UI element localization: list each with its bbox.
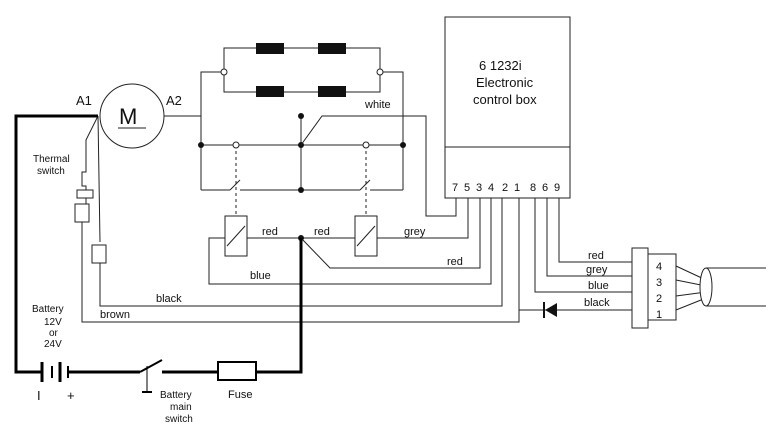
a2-wire [164, 115, 202, 145]
connector-pin: 4 [656, 261, 662, 273]
wire-to-connector-grey [546, 198, 632, 277]
battery-line2: 12V [44, 317, 62, 328]
wire-label-brown: brown [100, 309, 130, 321]
control-box-model: 6 1232i [479, 58, 522, 73]
connector: 4 3 2 1 [631, 247, 707, 329]
thermal-wire [81, 115, 99, 204]
diode [543, 302, 557, 318]
control-box-line2: control box [473, 92, 537, 107]
plug-right [91, 244, 107, 264]
connector-wire-black: black [584, 297, 610, 309]
pin-label: 4 [488, 182, 494, 194]
pin-label: 6 [542, 182, 548, 194]
wire-label-blue: blue [250, 270, 271, 282]
control-box-line1: Electronic [476, 75, 534, 90]
relay-coil-right [354, 215, 378, 257]
thermal-switch [76, 189, 94, 199]
control-box [444, 16, 571, 199]
pin-label: 1 [514, 182, 520, 194]
fuse-to-relay [256, 238, 303, 374]
relay-contacts [198, 113, 406, 216]
pin-label: 7 [452, 182, 458, 194]
wire-label-white: white [364, 99, 391, 111]
control-box-pins: 7 5 3 4 2 1 8 6 9 [452, 182, 560, 194]
power-loop [14, 114, 98, 374]
motor-symbol: M [119, 104, 137, 129]
battery-line3: or [49, 328, 59, 339]
wire-label-red-lower: red [447, 256, 463, 268]
terminal-a1-label: A1 [76, 93, 92, 108]
wire-label-red-right: red [314, 226, 330, 238]
resistor [256, 86, 284, 97]
wire-label-black: black [156, 293, 182, 305]
pin-label: 5 [464, 182, 470, 194]
wire-label-red-left: red [262, 226, 278, 238]
resistor [318, 86, 346, 97]
thermal-switch-line2: switch [37, 166, 65, 177]
connector-pin: 2 [656, 293, 662, 305]
battery-line1: Battery [32, 304, 64, 315]
connector-wire-grey: grey [586, 264, 608, 276]
connector-pin: 3 [656, 277, 662, 289]
main-switch-line3: switch [165, 414, 193, 425]
a1-branch [97, 115, 101, 243]
motor: M [99, 83, 165, 149]
pin-label: 8 [530, 182, 536, 194]
battery-positive: + [67, 388, 75, 403]
connector-wire-red: red [588, 250, 604, 262]
pin-label: 3 [476, 182, 482, 194]
grey-wire-top [377, 198, 469, 239]
white-wire [300, 115, 457, 217]
resistor [318, 43, 346, 54]
main-switch-line1: Battery [160, 390, 192, 401]
cable [699, 267, 766, 307]
pin-label: 9 [554, 182, 560, 194]
main-switch-symbol [139, 359, 163, 393]
battery-line4: 24V [44, 339, 62, 350]
connector-wire-blue: blue [588, 280, 609, 292]
main-switch-line2: main [170, 402, 192, 413]
wire-label-grey-top: grey [404, 226, 426, 238]
plug-left [74, 203, 90, 223]
fuse [217, 361, 257, 381]
fuse-label: Fuse [228, 389, 252, 401]
resistor-network [200, 43, 404, 145]
battery-symbol [36, 362, 69, 382]
wire-to-connector-red [558, 198, 632, 263]
pin-label: 2 [502, 182, 508, 194]
battery-negative: I [37, 388, 41, 403]
blue-wire-lower [208, 198, 492, 285]
thermal-switch-line1: Thermal [33, 154, 70, 165]
resistor [256, 43, 284, 54]
wire-to-connector-blue [534, 198, 632, 293]
relay-coil-left [224, 215, 248, 257]
terminal-a2-label: A2 [166, 93, 182, 108]
connector-pin: 1 [656, 309, 662, 321]
red-wire-lower [300, 198, 481, 269]
wire-to-connector-black [518, 198, 632, 311]
